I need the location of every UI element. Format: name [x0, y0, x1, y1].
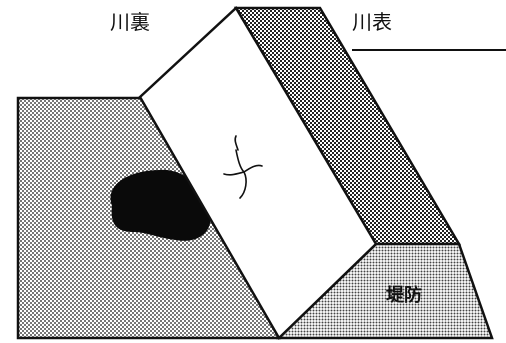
landside-slope-face — [138, 6, 378, 341]
seepage-pool — [110, 169, 211, 241]
landside-label: 川裏 — [110, 10, 150, 34]
crack-mark — [223, 135, 263, 199]
riverside-label: 川表 — [352, 10, 392, 34]
embankment-label: 堤防 — [386, 285, 422, 306]
